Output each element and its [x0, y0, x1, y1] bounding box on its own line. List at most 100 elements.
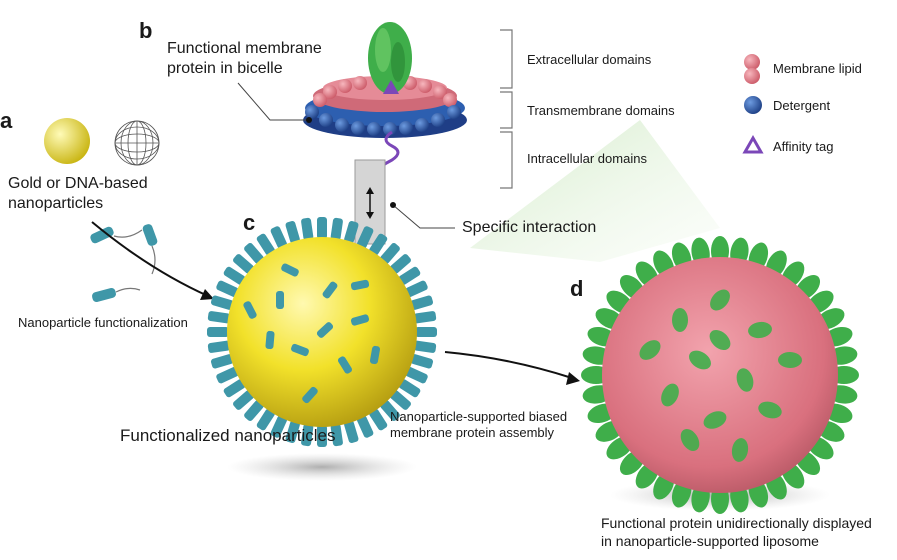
ligand [369, 408, 388, 431]
displayed-protein [703, 411, 727, 429]
ligand [301, 217, 314, 241]
functionalization-label: Nanoparticle functionalization [18, 315, 188, 330]
ligand [302, 386, 318, 404]
ligand [405, 280, 428, 297]
interaction-leader-dot [390, 202, 396, 208]
ligand [405, 367, 428, 384]
gold-label-line2: nanoparticles [8, 195, 104, 212]
ligand [207, 340, 231, 353]
legend-detergent: Detergent [773, 98, 831, 113]
double-arrow-up [366, 187, 374, 194]
ligand [301, 423, 314, 447]
bicelle-leader-dot [306, 117, 312, 123]
ligand [256, 233, 275, 256]
ligand [415, 327, 437, 337]
bicelle-leader [237, 82, 308, 121]
ligand [244, 400, 264, 421]
ligand [398, 379, 421, 398]
legend-affinity-tag: Affinity tag [773, 139, 834, 154]
panel-label-d: d [570, 276, 584, 301]
ligand [244, 243, 264, 264]
ligand [291, 343, 309, 357]
ligand [210, 295, 234, 310]
displayed-protein [689, 350, 711, 370]
ligand [210, 354, 234, 369]
dna-cage-nanoparticle-icon [114, 120, 160, 166]
displayed-protein [661, 383, 679, 407]
ligand [317, 425, 327, 447]
liposome-label-line2: in nanoparticle-supported liposome [601, 533, 819, 549]
ligand [350, 314, 370, 326]
ligand [390, 254, 411, 274]
functionalized-label: Functionalized nanoparticles [120, 426, 336, 445]
ligand [322, 281, 338, 299]
ligand [337, 356, 353, 374]
ligand [270, 226, 287, 249]
ligand [350, 279, 370, 291]
ligand [380, 243, 400, 264]
interaction-leader [392, 204, 455, 229]
ligand [410, 295, 434, 310]
ligand [344, 220, 359, 244]
ligand [390, 390, 411, 410]
ligand [276, 291, 284, 309]
ligand [281, 263, 299, 277]
displayed-protein [758, 401, 782, 419]
free-ligands [90, 224, 158, 303]
ligand [413, 311, 437, 324]
ligand [223, 266, 246, 285]
displayed-protein [748, 321, 772, 339]
ligand [410, 354, 434, 369]
domain-brackets [500, 29, 513, 189]
panel-label-a: a [0, 108, 13, 133]
assembly-label-line2: membrane protein assembly [390, 425, 555, 440]
liposome-label-line1: Functional protein unidirectionally disp… [601, 515, 872, 531]
domain-extracellular: Extracellular domains [527, 52, 652, 67]
bicelle-label-line1: Functional membrane [167, 40, 322, 57]
projection-beam [470, 120, 720, 262]
assembly-label-line1: Nanoparticle-supported biased [390, 409, 568, 424]
gold-nanoparticle-icon [44, 118, 90, 164]
ligand [233, 254, 254, 274]
displayed-protein [778, 351, 802, 369]
ligand [357, 415, 374, 438]
ligand [256, 408, 275, 431]
detergent-icon [744, 96, 762, 114]
ligand [413, 340, 437, 353]
ligand [285, 220, 300, 244]
domain-transmembrane: Transmembrane domains [527, 103, 675, 118]
ligand [380, 400, 400, 421]
gold-label-line1: Gold or DNA-based [8, 175, 148, 192]
ligand [207, 327, 229, 337]
displayed-protein [710, 289, 730, 311]
panel-label-b: b [139, 18, 153, 43]
ligand [216, 280, 239, 297]
ligand [369, 345, 381, 365]
ligand [207, 311, 231, 324]
ligand [216, 367, 239, 384]
displayed-protein [731, 438, 749, 462]
displayed-protein [680, 428, 700, 452]
displayed-protein [639, 340, 661, 360]
ligand [330, 217, 343, 241]
ligand [398, 266, 421, 285]
displayed-protein [672, 308, 688, 332]
ligand [344, 420, 359, 444]
functionalization-arrowhead [200, 289, 214, 300]
nanoparticle-supported-liposome [581, 236, 859, 514]
displayed-protein [709, 330, 731, 350]
specific-interaction-label: Specific interaction [462, 219, 597, 236]
assembly-arrowhead [566, 372, 580, 385]
ligand [330, 423, 343, 447]
displayed-protein [736, 368, 754, 392]
ligand [265, 330, 275, 350]
membrane-lipid-icon [744, 54, 760, 84]
affinity-tag-icon [742, 134, 764, 154]
functionalization-arrow [91, 221, 209, 297]
ligand [357, 226, 374, 249]
ligand [243, 301, 257, 319]
ligand [270, 415, 287, 438]
panel-label-c: c [243, 210, 256, 235]
double-arrow-down [366, 212, 374, 219]
